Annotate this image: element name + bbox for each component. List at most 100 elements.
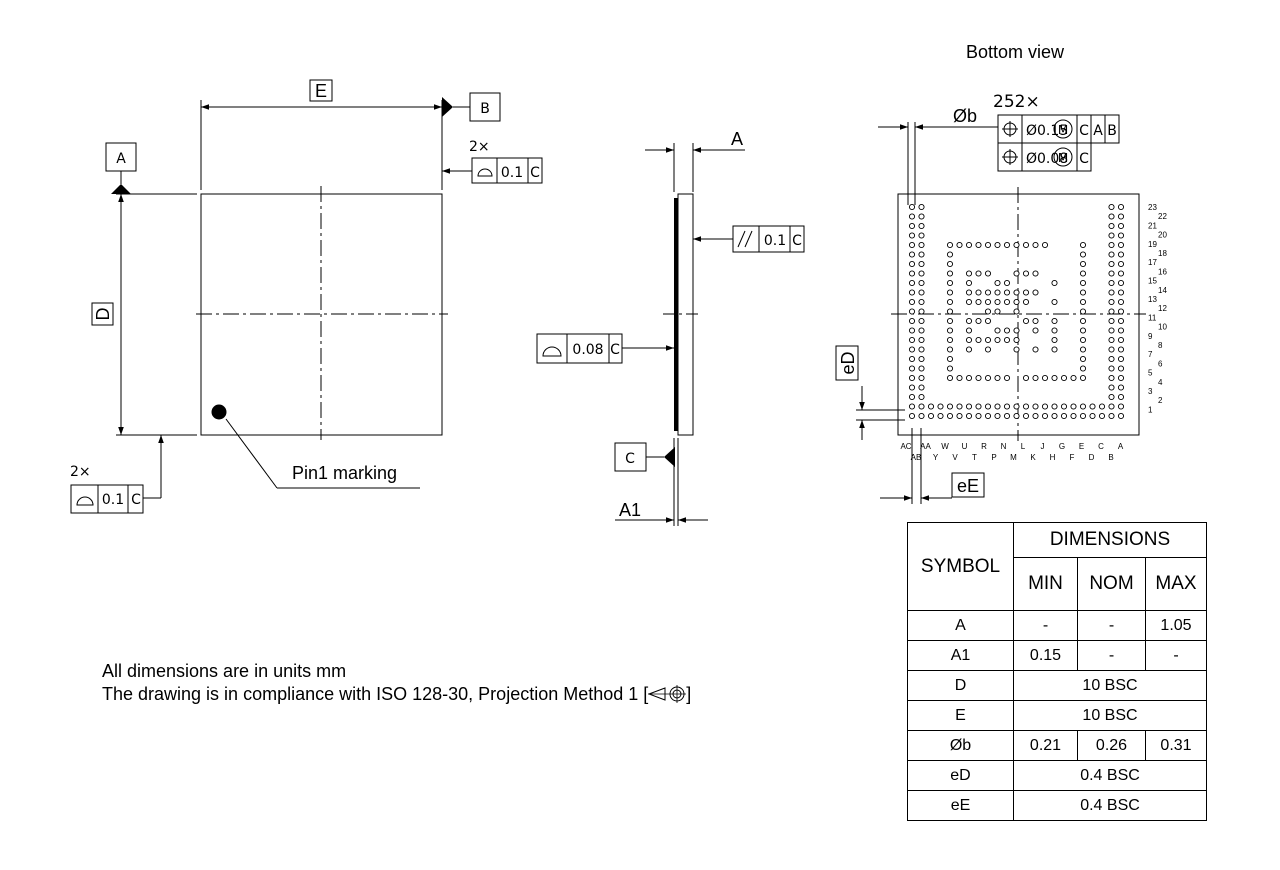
solder-ball (908, 270, 916, 277)
solder-ball (1117, 241, 1125, 249)
row-nom: - (1077, 610, 1146, 641)
row-label: 12 (1158, 304, 1167, 313)
solder-ball (1051, 374, 1058, 382)
solder-ball (946, 298, 954, 306)
solder-ball (946, 346, 954, 353)
solder-ball (918, 232, 925, 239)
solder-ball (956, 412, 963, 420)
max-header: MAX (1145, 557, 1207, 611)
row-label: 7 (1148, 350, 1153, 359)
solder-ball (1022, 412, 1030, 420)
pos2-datum: C (1079, 151, 1089, 167)
solder-ball (1060, 374, 1068, 382)
solder-ball (918, 260, 925, 268)
solder-ball (1108, 289, 1115, 296)
solder-ball (908, 393, 916, 401)
column-label: Y (933, 453, 939, 462)
solder-ball (1003, 336, 1011, 344)
solder-ball (1003, 412, 1011, 420)
dim-label-phi-b: Øb (953, 106, 977, 126)
side-view-text: A 0.1 C 0.08 C C A1 (572, 129, 802, 520)
dim-label-a: A (731, 129, 743, 149)
solder-ball (1022, 270, 1030, 277)
column-label: W (941, 442, 949, 451)
row-label: 3 (1148, 387, 1153, 396)
solder-ball (1051, 336, 1058, 344)
solder-ball (918, 327, 925, 334)
solder-ball (956, 403, 963, 410)
solder-ball (918, 289, 925, 296)
solder-ball (1108, 346, 1115, 353)
column-label: J (1041, 442, 1045, 451)
table-row: eE 0.4 BSC (907, 790, 1207, 821)
solder-ball (908, 308, 916, 315)
column-label: H (1050, 453, 1056, 462)
row-min: - (1013, 610, 1078, 641)
solder-ball (918, 308, 925, 315)
solder-ball (1108, 365, 1115, 372)
solder-ball (1032, 317, 1039, 325)
solder-ball (984, 336, 992, 344)
solder-ball (975, 317, 982, 325)
solder-ball (1013, 298, 1020, 306)
solder-ball (1013, 270, 1020, 277)
solder-ball (1117, 355, 1125, 363)
note-iso-text: The drawing is in compliance with ISO 12… (102, 684, 649, 704)
count-2x-top: 2× (469, 139, 490, 155)
solder-ball (908, 374, 916, 382)
solder-ball (1108, 270, 1115, 277)
solder-ball (994, 336, 1001, 344)
solder-ball (908, 317, 916, 325)
solder-ball (1098, 403, 1106, 410)
row-max: 0.31 (1145, 730, 1207, 761)
solder-ball (1108, 260, 1115, 268)
solder-ball (965, 317, 973, 325)
top-view-text: E B A D Pin1 marking 2× 0.1 C 2× 0.1 C (70, 81, 540, 508)
solder-ball (1108, 251, 1115, 258)
solder-ball (1032, 374, 1039, 382)
dim-label-ee: eE (957, 476, 979, 496)
solder-ball (994, 289, 1001, 296)
solder-ball (1079, 289, 1087, 296)
solder-ball (994, 279, 1001, 287)
flat-bot-value: 0.1 (102, 492, 124, 508)
solder-ball (1013, 403, 1020, 410)
solder-ball (1108, 317, 1115, 325)
solder-ball (918, 374, 925, 382)
solder-ball (1108, 241, 1115, 249)
solder-ball (1022, 317, 1030, 325)
solder-ball (1117, 279, 1125, 287)
row-span: 10 BSC (1013, 670, 1207, 701)
pos1-value: Ø0.15 (1026, 123, 1068, 139)
row-nom: 0.26 (1077, 730, 1146, 761)
solder-ball (1079, 374, 1087, 382)
row-label: 17 (1148, 258, 1157, 267)
projection-method-icon (647, 685, 687, 703)
solder-ball (1108, 403, 1115, 410)
solder-ball (1117, 336, 1125, 344)
solder-ball (1117, 203, 1125, 211)
solder-ball (994, 374, 1001, 382)
solder-ball (1079, 298, 1087, 306)
column-label: E (1079, 442, 1084, 451)
solder-ball (1117, 327, 1125, 334)
bottom-view-text: Bottom view 252× Øb Ø0.15 M C A B Ø0.08 … (838, 42, 1167, 496)
solder-ball (946, 270, 954, 277)
row-label: 16 (1158, 267, 1167, 276)
solder-ball (965, 241, 973, 249)
solder-ball (918, 270, 925, 277)
solder-ball (918, 403, 925, 410)
count-252x: 252× (993, 92, 1040, 112)
row-nom: - (1077, 640, 1146, 671)
row-label: 13 (1148, 295, 1157, 304)
note-units: All dimensions are in units mm (102, 661, 347, 681)
solder-ball (918, 298, 925, 306)
note-iso-tail: ] (686, 684, 692, 704)
solder-ball (1013, 346, 1020, 353)
solder-ball (927, 403, 935, 410)
pin1-dot (211, 404, 227, 420)
row-symbol: A (907, 610, 1014, 641)
solder-ball (1003, 403, 1011, 410)
row-label: 15 (1148, 277, 1157, 286)
